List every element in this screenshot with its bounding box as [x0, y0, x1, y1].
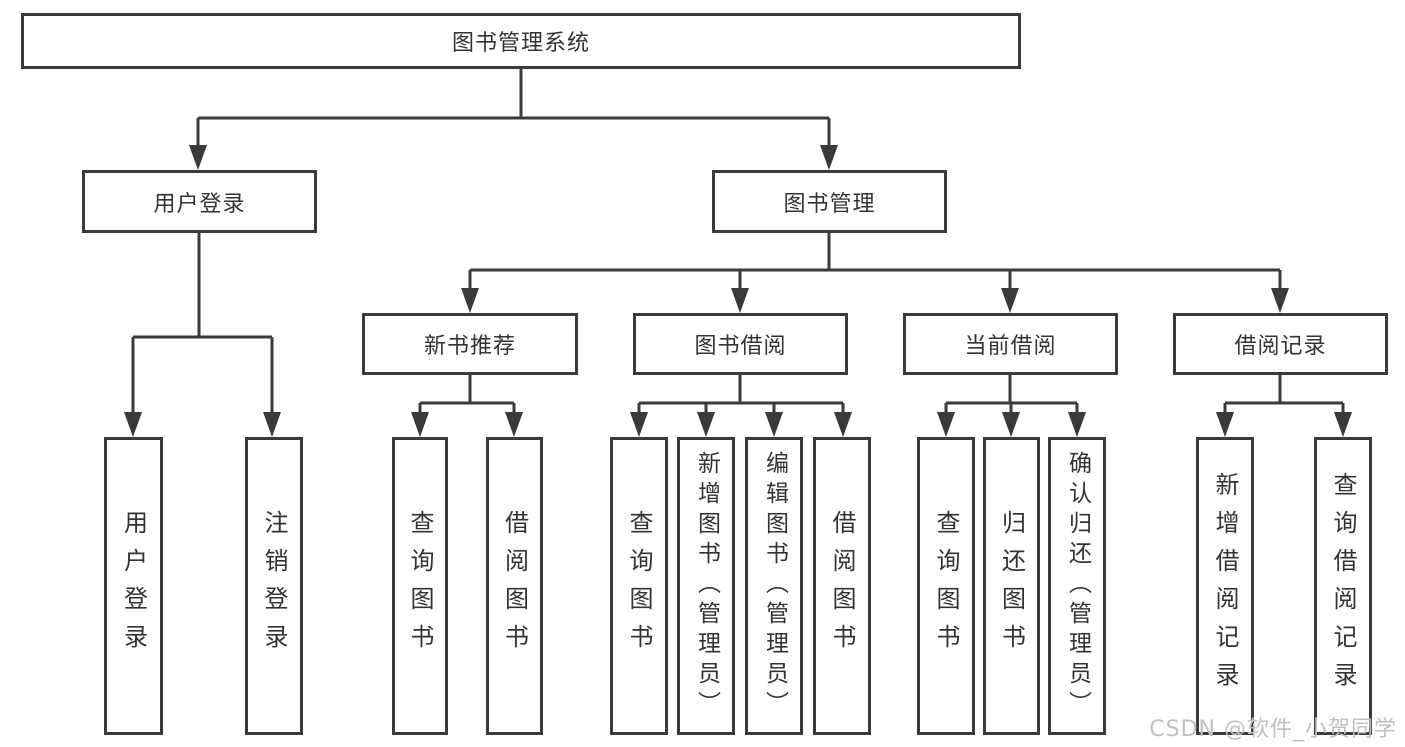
node-leaf-user-login: 用户登录 [104, 437, 163, 735]
node-bb-add-books-admin: 新增图书（管理员） [677, 437, 735, 735]
node-nbr-query-books: 查询图书 [392, 437, 448, 735]
node-cb-query-books: 查询图书 [917, 437, 975, 735]
node-label: 借阅图书 [500, 510, 529, 662]
node-label: 借阅记录 [1234, 334, 1327, 359]
node-new-book-recommend: 新书推荐 [362, 313, 578, 375]
node-br-query-record: 查询借阅记录 [1314, 437, 1372, 735]
node-borrowing-records: 借阅记录 [1173, 313, 1388, 375]
node-label: 图书管理系统 [451, 31, 590, 56]
node-label: 新增借阅记录 [1211, 472, 1239, 700]
node-book-management: 图书管理 [712, 170, 947, 233]
node-label: 当前借阅 [964, 334, 1057, 359]
node-label: 查询借阅记录 [1329, 472, 1357, 700]
node-root: 图书管理系统 [21, 13, 1021, 69]
csdn-watermark: CSDN @软件_小贺同学 [1149, 717, 1397, 742]
node-user-login: 用户登录 [82, 170, 317, 233]
node-cb-return-books: 归还图书 [983, 437, 1040, 735]
node-leaf-logout: 注销登录 [245, 437, 303, 735]
node-label: 查询图书 [406, 510, 434, 662]
node-label: 注销登录 [260, 510, 288, 662]
node-label: 确认归还（管理员） [1064, 451, 1091, 721]
node-label: 查询图书 [932, 510, 960, 662]
node-label: 图书管理 [783, 191, 876, 217]
node-current-borrowing: 当前借阅 [903, 313, 1118, 375]
node-nbr-borrow-books: 借阅图书 [486, 437, 543, 735]
node-label: 编辑图书（管理员） [761, 451, 788, 721]
node-cb-confirm-return-admin: 确认归还（管理员） [1048, 437, 1106, 735]
node-bb-borrow-books: 借阅图书 [813, 437, 871, 735]
node-label: 新书推荐 [423, 334, 516, 359]
node-br-add-record: 新增借阅记录 [1196, 437, 1254, 735]
node-bb-edit-books-admin: 编辑图书（管理员） [745, 437, 803, 735]
node-label: 图书借阅 [694, 334, 787, 359]
node-book-borrowing: 图书借阅 [633, 313, 848, 375]
node-label: 查询图书 [625, 510, 653, 662]
node-label: 新增图书（管理员） [693, 451, 720, 721]
node-bb-query-books: 查询图书 [610, 437, 668, 735]
node-label: 归还图书 [997, 510, 1026, 662]
node-label: 用户登录 [153, 191, 246, 217]
node-label: 用户登录 [119, 510, 148, 662]
node-label: 借阅图书 [828, 510, 856, 662]
